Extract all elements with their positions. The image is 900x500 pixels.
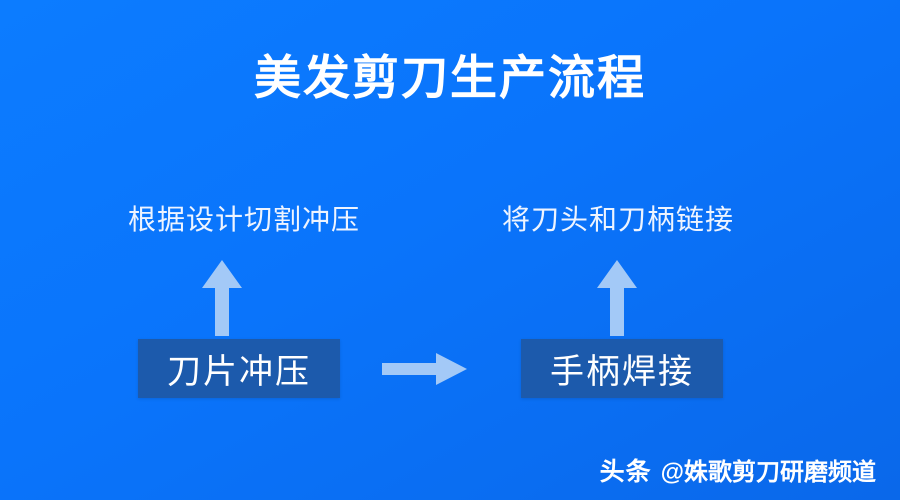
watermark: 头条 @姝歌剪刀研磨频道: [600, 452, 876, 488]
stage-box-label: 刀片冲压: [167, 353, 311, 391]
arrow-up-icon: [200, 258, 244, 338]
stage-box-label: 手柄焊接: [550, 353, 694, 391]
watermark-brand: 头条: [599, 458, 652, 486]
watermark-handle: @姝歌剪刀研磨频道: [660, 459, 876, 486]
stage-box-blade-stamping[interactable]: 刀片冲压: [138, 339, 340, 398]
step-2-caption: 将刀头和刀柄链接: [501, 204, 734, 235]
arrow-right-icon: [382, 352, 468, 386]
stage-box-handle-welding[interactable]: 手柄焊接: [521, 339, 723, 398]
arrow-up-icon: [595, 258, 639, 338]
step-1-caption: 根据设计切割冲压: [127, 204, 360, 235]
page-title: 美发剪刀生产流程: [254, 51, 646, 104]
